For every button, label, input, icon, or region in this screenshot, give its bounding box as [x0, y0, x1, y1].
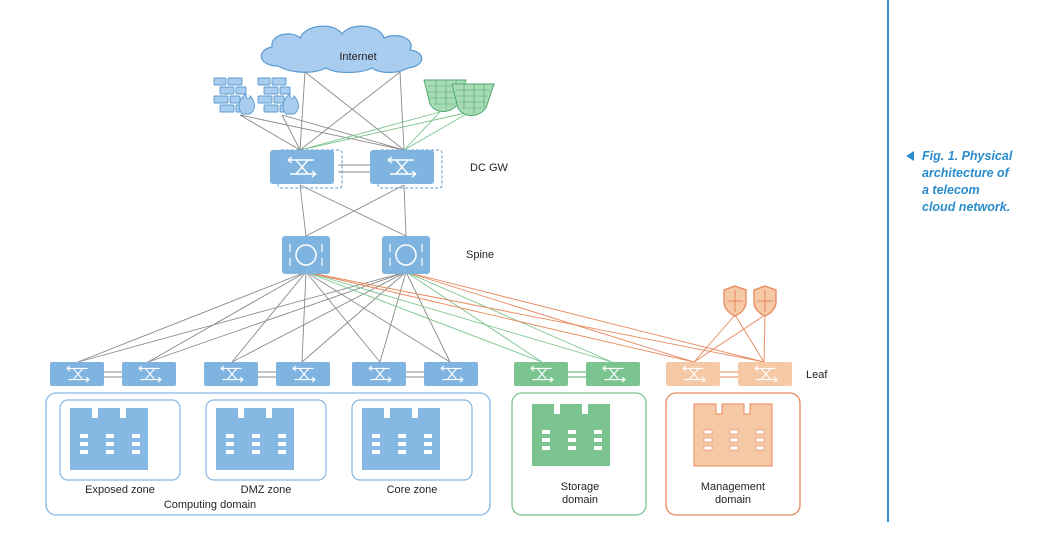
server-rack-icon — [693, 403, 773, 467]
leaf-switch-icon — [122, 362, 176, 386]
spine-switch-icon — [382, 236, 430, 274]
firewall-icon — [257, 77, 299, 115]
server-rack-icon — [216, 408, 294, 470]
exposed-zone-box — [59, 399, 181, 481]
storage-domain-box — [511, 392, 647, 516]
management-domain-label-line2: domain — [715, 494, 751, 506]
core-zone-box — [351, 399, 473, 481]
storage-domain-label-line2: domain — [562, 494, 598, 506]
leaf-switches — [50, 362, 792, 386]
leaf-switch-icon — [204, 362, 258, 386]
caption-divider-line — [887, 0, 889, 522]
server-rack-icon — [70, 408, 148, 470]
connection-lines — [77, 71, 766, 378]
dmz-zone-box — [205, 399, 327, 481]
dmz-zone-label: DMZ zone — [241, 484, 292, 496]
leaf-switch-icon — [424, 362, 478, 386]
management-domain-box — [665, 392, 801, 516]
caption-line: a telecom — [922, 183, 980, 197]
orange-shield-icon — [723, 285, 747, 317]
caption-line: Fig. 1. Physical — [922, 149, 1013, 163]
leaf-switch-icon — [586, 362, 640, 386]
server-rack-icon — [532, 404, 610, 466]
leaf-label: Leaf — [806, 369, 828, 381]
caption-line: architecture of — [922, 166, 1009, 180]
green-shield-icon — [451, 83, 495, 116]
server-rack-icon — [362, 408, 440, 470]
storage-domain-label-line1: Storage — [561, 481, 600, 493]
network-architecture-diagram: Internet DC GW — [45, 25, 828, 516]
leaf-switch-icon — [50, 362, 104, 386]
exposed-zone-label: Exposed zone — [85, 484, 155, 496]
management-domain-label-line1: Management — [701, 481, 765, 493]
leaf-switch-icon — [666, 362, 720, 386]
leaf-switch-icon — [276, 362, 330, 386]
leaf-switch-icon — [352, 362, 406, 386]
dc-gw-label: DC GW — [470, 162, 509, 174]
leaf-switch-icon — [514, 362, 568, 386]
computing-domain-box — [45, 392, 491, 516]
dc-gw-switch-icon — [370, 149, 443, 189]
internet-cloud-icon — [260, 25, 423, 74]
spine-switch-icon — [282, 236, 330, 274]
orange-shield-icon — [753, 285, 777, 317]
caption-arrow-icon — [906, 151, 914, 161]
spine-label: Spine — [466, 249, 494, 261]
internet-label: Internet — [339, 51, 376, 63]
computing-domain-label: Computing domain — [164, 499, 256, 511]
core-zone-label: Core zone — [387, 484, 438, 496]
leaf-switch-icon — [738, 362, 792, 386]
firewall-icon — [213, 77, 255, 115]
dc-gw-switch-icon — [270, 149, 343, 189]
caption-line: cloud network. — [922, 200, 1011, 214]
figure-caption: Fig. 1. Physical architecture of a telec… — [906, 148, 1036, 216]
